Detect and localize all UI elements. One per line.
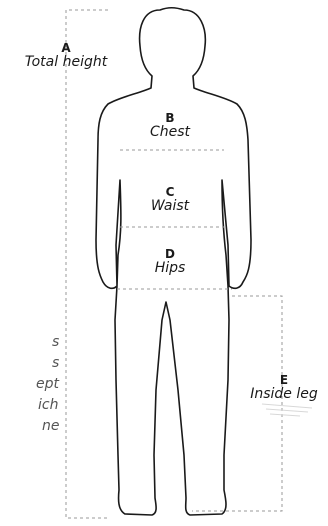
side-text-line: ich: [0, 395, 60, 416]
measurement-label-inside-leg: E Inside leg: [240, 374, 328, 401]
measurement-name-waist: Waist: [130, 199, 210, 214]
measurement-letter-e: E: [240, 374, 328, 387]
measurement-label-chest: B Chest: [130, 112, 210, 139]
measurement-name-hips: Hips: [130, 261, 210, 276]
measurement-letter-d: D: [130, 248, 210, 261]
measurement-label-waist: C Waist: [130, 186, 210, 213]
measurement-label-hips: D Hips: [130, 248, 210, 275]
measurement-letter-a: A: [18, 42, 114, 55]
measurement-name-inside-leg: Inside leg: [240, 387, 328, 402]
cropped-side-text: s s ept ich ne: [0, 332, 60, 437]
measurement-letter-c: C: [130, 186, 210, 199]
measurement-letter-b: B: [130, 112, 210, 125]
side-text-line: s: [0, 332, 60, 353]
side-text-line: ept: [0, 374, 60, 395]
measurement-name-chest: Chest: [130, 125, 210, 140]
measurement-name-total-height: Total height: [18, 55, 114, 70]
side-text-line: ne: [0, 416, 60, 437]
side-text-line: s: [0, 353, 60, 374]
measurement-label-total-height: A Total height: [18, 42, 114, 69]
scuff-marks: [262, 404, 312, 416]
